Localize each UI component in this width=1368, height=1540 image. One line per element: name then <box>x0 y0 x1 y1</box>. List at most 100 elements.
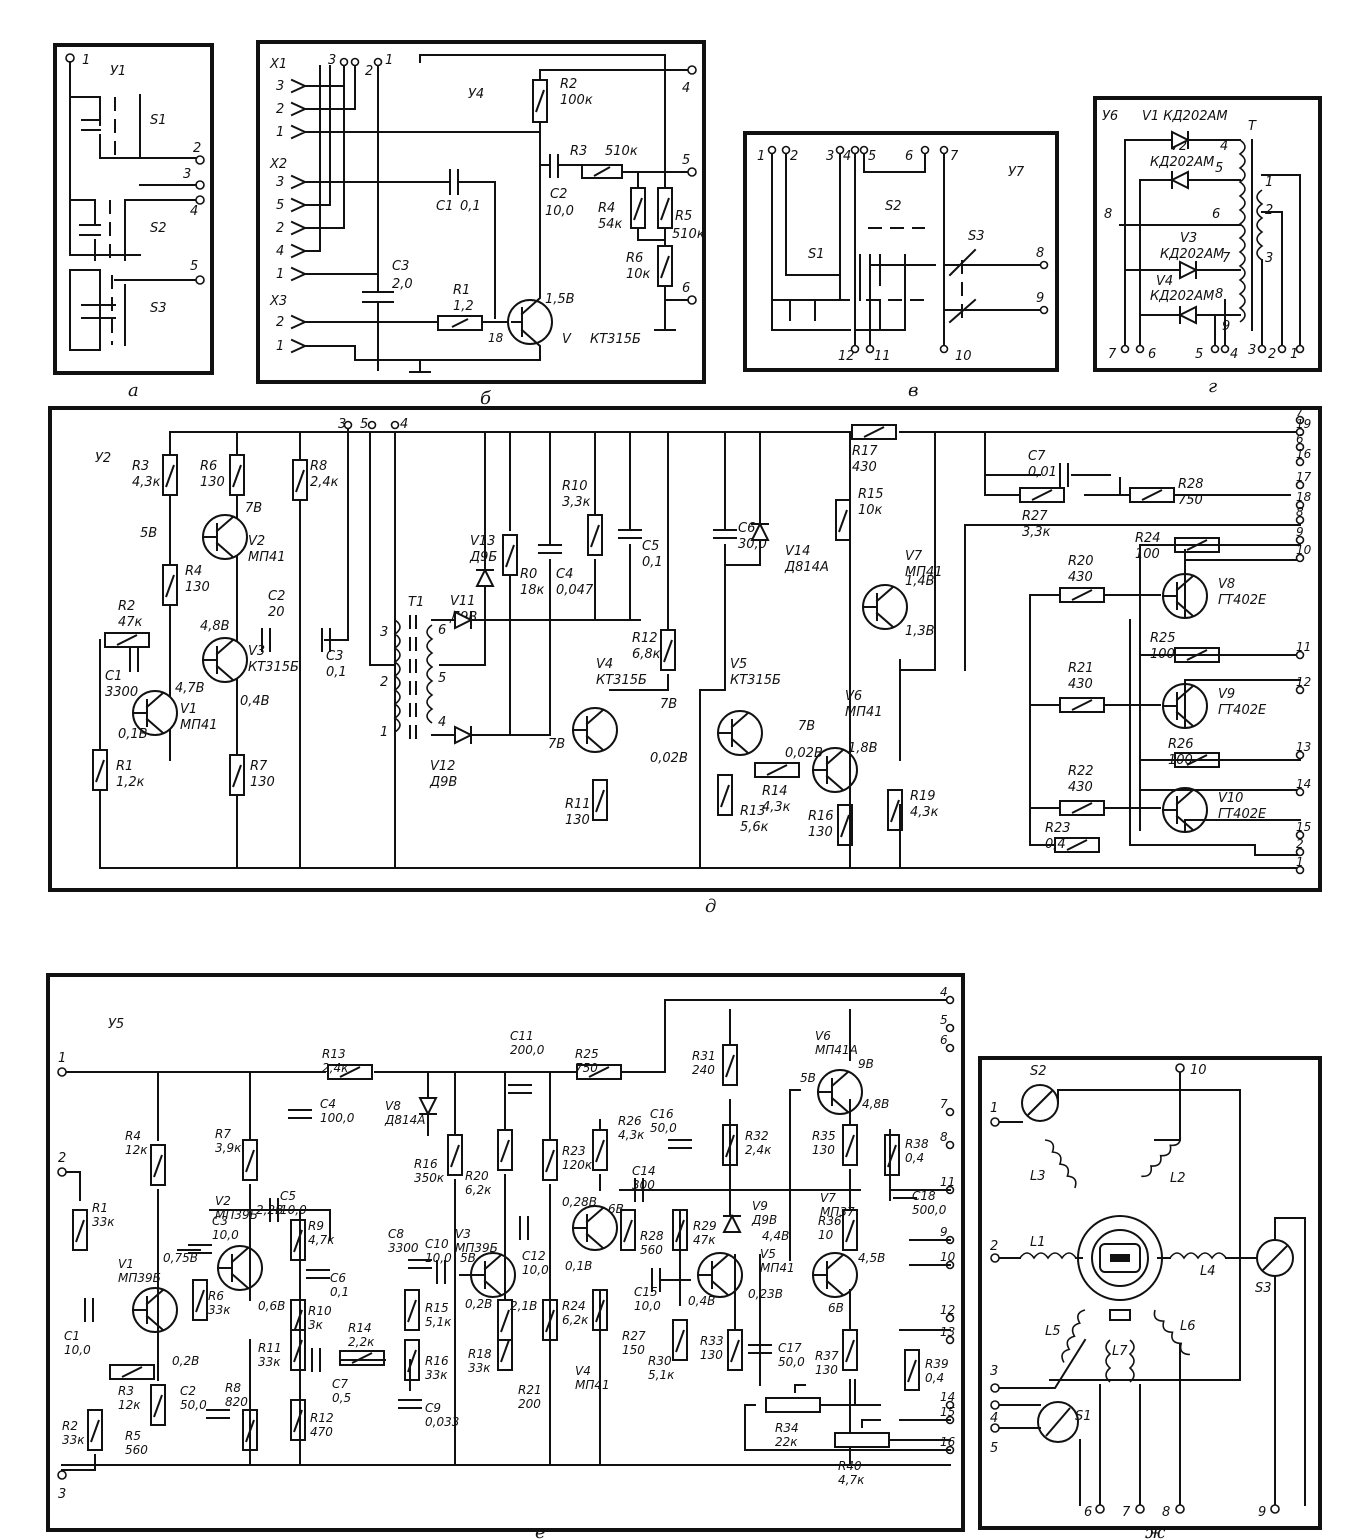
svg-text:1: 1 <box>1265 175 1273 190</box>
diode-v14-type: Д814А <box>784 560 829 575</box>
svg-text:3: 3 <box>990 1364 998 1379</box>
resistor-r3 <box>109 1364 155 1380</box>
panel-d-voltage: 0,4В <box>240 694 270 709</box>
panel-a-term-4-label: 4 <box>190 204 198 219</box>
resistor-r28-value: 560 <box>640 1243 663 1257</box>
resistor-r16-ref: R16 <box>414 1157 438 1171</box>
capacitor-c17-value: 50,0 <box>778 1355 805 1369</box>
transistor-v8-type: ГТ402Е <box>1218 593 1267 608</box>
resistor-r30 <box>672 1319 688 1361</box>
capacitor-c12-value: 10,0 <box>522 1263 549 1277</box>
resistor-r4 <box>150 1144 166 1186</box>
capacitor-c1 <box>129 648 139 672</box>
resistor-r29-ref: R29 <box>693 1219 717 1233</box>
capacitor-c9-value: 0,033 <box>425 1415 459 1429</box>
capacitor-c6-ref: C6 <box>330 1271 346 1285</box>
capacitor-c8-ref: C8 <box>388 1227 404 1241</box>
panel-e-terminal-2 <box>57 1167 67 1177</box>
svg-text:2: 2 <box>365 64 373 79</box>
panel-e-terminal-6-label: 6 <box>940 1033 948 1047</box>
resistor-r14-ref: R14 <box>762 784 788 799</box>
svg-text:4: 4 <box>990 1411 998 1426</box>
panel-e-terminal-12: 12 <box>940 1303 955 1323</box>
panel-d-transistors <box>132 514 1208 833</box>
resistor-r10-value: 3,3к <box>562 495 591 510</box>
transistor-v6-type: МП41А <box>815 1043 858 1057</box>
resistor-r0 <box>502 534 518 576</box>
transistor-v5-type: МП41 <box>760 1261 795 1275</box>
diode-v4 <box>1177 305 1197 325</box>
panel-a-terminal-2 <box>195 155 205 165</box>
panel-e-terminal-7: 7 <box>940 1097 955 1117</box>
resistor-r6 <box>192 1279 208 1321</box>
resistor-r20 <box>1059 587 1105 603</box>
resistor-r36-value: 10 <box>818 1228 834 1242</box>
diode-v9-ref: V9 <box>752 1199 768 1213</box>
transistor-v10-type: ГТ402Е <box>1218 807 1267 822</box>
resistor-r20-value: 6,2к <box>465 1183 492 1197</box>
diode-v12-ref: V12 <box>430 759 455 774</box>
panel-e-voltage: 0,75В <box>163 1251 198 1265</box>
panel-d-terminal-19-label: 19 <box>1296 417 1311 431</box>
svg-text:8: 8 <box>1162 1505 1170 1520</box>
capacitor-c3 <box>362 273 394 371</box>
panel-zh-caption: ж <box>1145 1522 1166 1540</box>
transistor-v2 <box>217 1245 263 1291</box>
resistor-r0-value: 18к <box>520 583 545 598</box>
resistor-r12 <box>660 629 676 671</box>
resistor-r35 <box>842 1124 858 1166</box>
transistor-v1 <box>132 1287 178 1333</box>
panel-v-frame <box>743 131 1059 372</box>
capacitor-c16 <box>668 1139 692 1149</box>
resistor-r15-value: 5,1к <box>425 1315 452 1329</box>
svg-text:5: 5 <box>1215 161 1223 176</box>
transistor-v6-ref: V6 <box>845 689 862 704</box>
resistor-r20-ref: R20 <box>465 1169 489 1183</box>
svg-text:V3: V3 <box>1180 231 1197 246</box>
panel-d-terminal-5 <box>367 420 377 430</box>
capacitor-c14-value: 300 <box>632 1178 655 1192</box>
capacitor-c14-ref: C14 <box>632 1164 656 1178</box>
panel-a-terminal-4 <box>195 195 205 205</box>
switch-s1-lines <box>81 94 196 159</box>
panel-e-frame <box>46 973 965 1532</box>
panel-a-terminal-1 <box>65 53 75 63</box>
resistor-r4-value: 12к <box>125 1143 148 1157</box>
resistor-r27-value: 150 <box>622 1343 645 1357</box>
v-type: КТ315Б <box>590 332 641 347</box>
svg-text:1: 1 <box>58 1051 66 1066</box>
resistor-r1-value: 33к <box>92 1215 115 1229</box>
resistor-r15-ref: R15 <box>425 1301 449 1315</box>
diode-v8 <box>418 1097 438 1117</box>
resistor-r38-ref: R38 <box>905 1137 929 1151</box>
resistor-r27-value: 3,3к <box>1022 525 1051 540</box>
diode-v8-type: Д814А <box>384 1113 426 1127</box>
resistor-r13-ref: R13 <box>322 1047 346 1061</box>
transistor-v7 <box>862 584 908 630</box>
svg-text:L5: L5 <box>1045 1324 1061 1339</box>
panel-d-terminal-19: 19 <box>1295 417 1311 437</box>
resistor-r24-ref: R24 <box>562 1299 586 1313</box>
connector-x2: 3 5 2 4 1 <box>276 174 441 282</box>
transistor-v3-ref: V3 <box>455 1227 471 1241</box>
resistor-r22-ref: R22 <box>1068 764 1094 779</box>
v18-label: 18 <box>488 331 504 345</box>
svg-text:6: 6 <box>905 149 913 164</box>
panel-e-voltage: 9В <box>858 1057 874 1071</box>
x2-pin-1: 1 <box>276 267 284 282</box>
panel-d-terminal-12: 12 <box>1295 675 1311 695</box>
panel-d-terminal-18-label: 18 <box>1296 490 1312 504</box>
resistor-r7-value: 130 <box>250 775 275 790</box>
resistor-r7-ref: R7 <box>250 759 268 774</box>
capacitor-c6 <box>306 1269 330 1279</box>
resistor-r32-value: 2,4к <box>745 1143 772 1157</box>
panel-d-terminal-18: 18 <box>1295 490 1312 510</box>
switch-s3-label: S3 <box>150 301 167 316</box>
svg-text:6: 6 <box>438 623 446 638</box>
panel-e-terminal-7-label: 7 <box>940 1097 948 1111</box>
capacitor-c18-value: 500,0 <box>912 1203 947 1217</box>
svg-text:10: 10 <box>955 349 972 364</box>
transformer-t-secondary <box>1256 189 1264 261</box>
